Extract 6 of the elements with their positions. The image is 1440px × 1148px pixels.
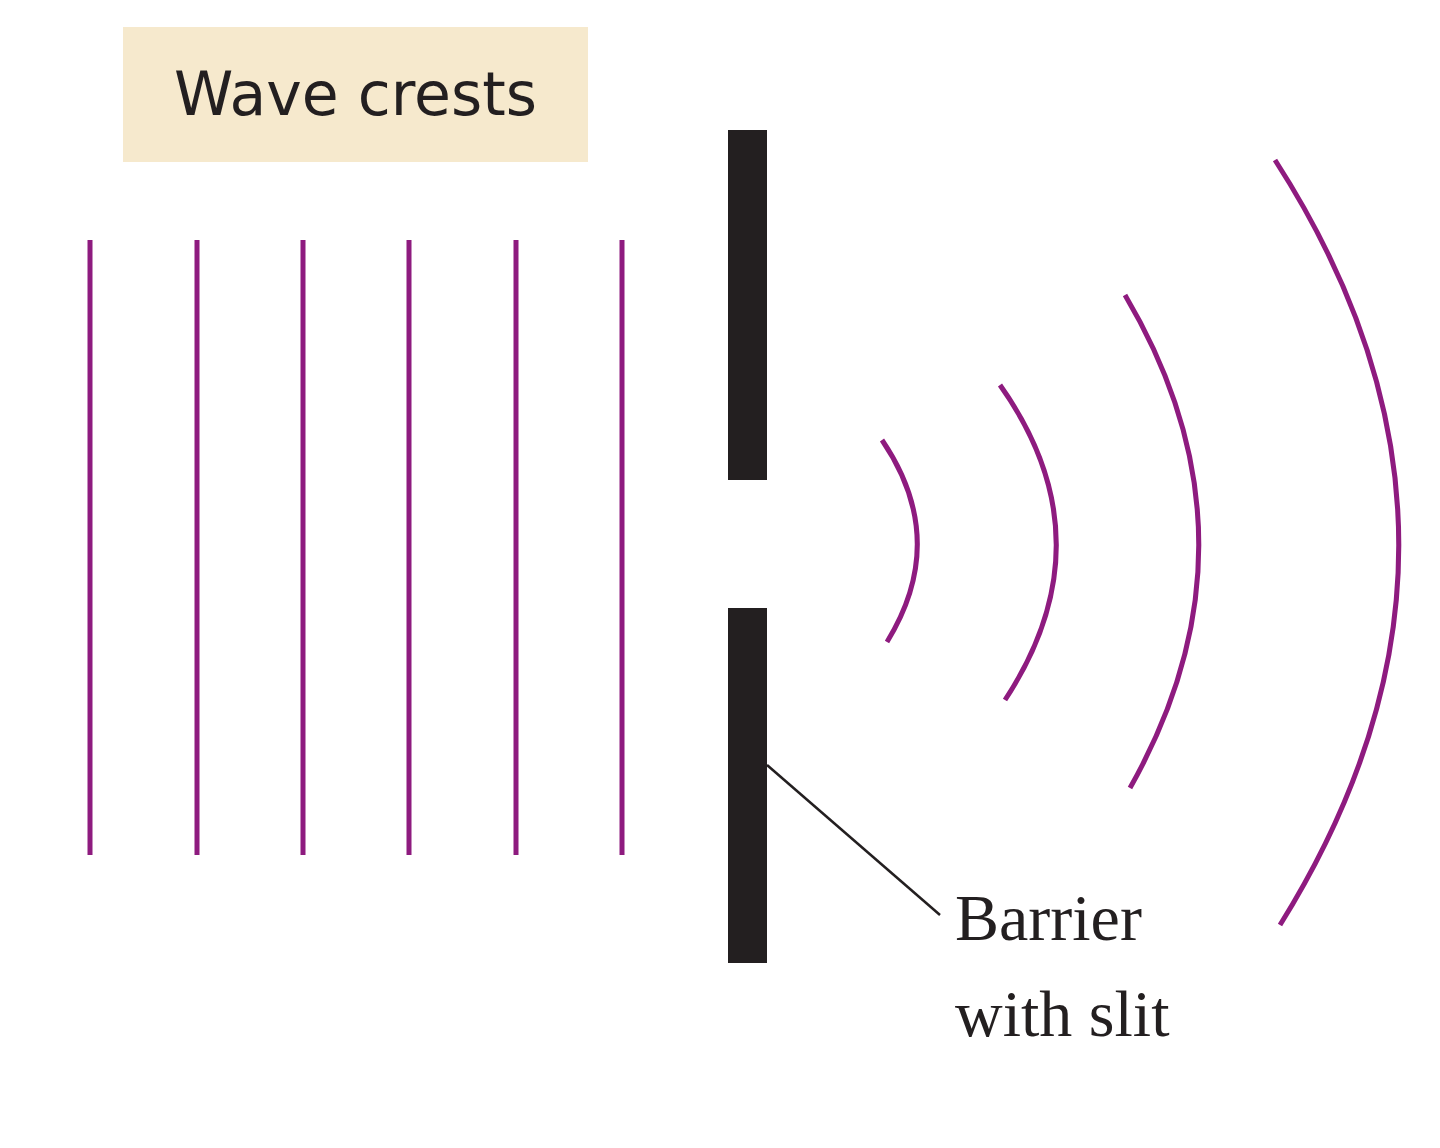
label-text: Wave crests: [173, 58, 537, 131]
barrier-bar: [728, 608, 767, 963]
leader-line: [766, 764, 941, 916]
barrier-bar: [728, 130, 767, 480]
label-box: [123, 27, 588, 162]
callout-text: Barrier with slit: [955, 880, 1171, 1052]
